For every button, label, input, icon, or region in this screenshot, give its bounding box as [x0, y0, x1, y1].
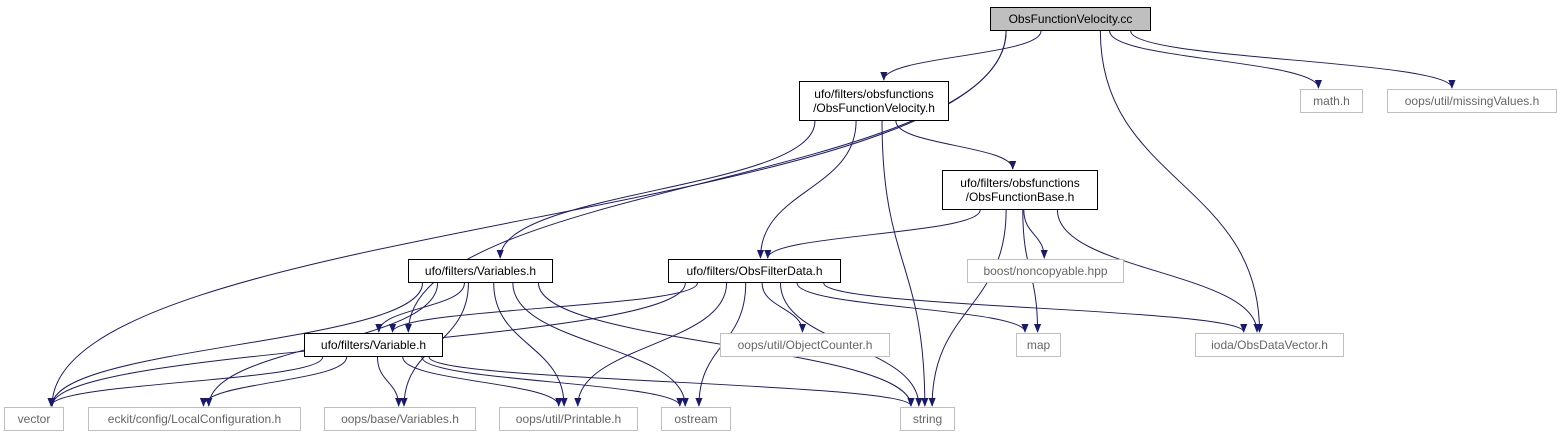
- node-printable-h: oops/util/Printable.h: [499, 407, 638, 431]
- edge-variable_h-to-string: [428, 356, 915, 407]
- edge-variable_h-to-ostream: [421, 356, 684, 407]
- edge-obsfilterdata_h-to-variable_h: [389, 282, 698, 333]
- node-label-line: map: [1026, 338, 1051, 352]
- node-obsdatavector-h: ioda/ObsDataVector.h: [1195, 333, 1344, 357]
- node-label-line: math.h: [1313, 94, 1350, 108]
- node-variable-h[interactable]: ufo/filters/Variable.h: [304, 333, 443, 357]
- node-map: map: [1016, 333, 1061, 357]
- edge-variables_h-to-printable_h: [493, 282, 568, 407]
- edge-obsfv_h-to-string: [881, 120, 929, 407]
- node-label-line: ostream: [674, 412, 718, 426]
- edge-obsfv_h-to-obsfb_h: [895, 120, 1017, 170]
- node-obsfilterdata-h[interactable]: ufo/filters/ObsFilterData.h: [668, 259, 841, 283]
- edge-variable_h-to-vector: [47, 356, 324, 407]
- node-label-line: /ObsFunctionVelocity.h: [813, 101, 935, 115]
- edge-obsfilterdata_h-to-iodavec_h: [823, 282, 1248, 333]
- node-ostream: ostream: [661, 407, 731, 431]
- edge-variables_h-to-ostream: [512, 282, 689, 407]
- node-label-line: /ObsFunctionBase.h: [965, 190, 1075, 204]
- node-oops-variables-h: oops/base/Variables.h: [324, 407, 476, 431]
- edge-obsfv_h-to-variables_h: [496, 120, 816, 259]
- node-label-line: vector: [17, 412, 51, 426]
- node-label-line: oops/util/missingValues.h: [1404, 94, 1540, 108]
- node-obsfunctionvelocity-cc: ObsFunctionVelocity.cc: [990, 7, 1151, 31]
- edge-root-to-obsfv_h: [880, 30, 1042, 81]
- edge-root-to-variable_h: [404, 30, 1007, 333]
- node-string: string: [900, 407, 955, 431]
- edge-root-to-iodavec_h: [1099, 30, 1264, 333]
- edge-obsfb_h-to-obsfilterdata_h: [764, 209, 981, 259]
- edge-obsfilterdata_h-to-printable_h: [574, 282, 728, 407]
- edge-obsfb_h-to-string: [928, 209, 1007, 407]
- node-label-line: ufo/filters/obsfunctions: [814, 87, 934, 101]
- node-label-line: eckit/config/LocalConfiguration.h: [107, 412, 282, 426]
- edge-obsfilterdata_h-to-map: [796, 282, 1029, 333]
- node-variables-h[interactable]: ufo/filters/Variables.h: [408, 259, 553, 283]
- node-label-line: oops/util/ObjectCounter.h: [737, 338, 873, 352]
- node-label-line: oops/base/Variables.h: [341, 412, 459, 426]
- edge-variable_h-to-printable_h: [402, 356, 563, 407]
- node-math-h: math.h: [1300, 89, 1363, 113]
- edge-obsfb_h-to-iodavec_h: [1056, 209, 1261, 333]
- node-noncopyable-hpp: boost/noncopyable.hpp: [967, 259, 1124, 283]
- node-label-line: boost/noncopyable.hpp: [983, 264, 1108, 278]
- node-vector: vector: [4, 407, 64, 431]
- edge-variable_h-to-oopsvars_h: [376, 356, 403, 407]
- node-obsfunctionbase-h[interactable]: ufo/filters/obsfunctions/ObsFunctionBase…: [942, 170, 1098, 210]
- node-label-line: ufo/filters/ObsFilterData.h: [686, 264, 823, 278]
- node-missingvalues-h: oops/util/missingValues.h: [1387, 89, 1557, 113]
- node-localconfiguration-h: eckit/config/LocalConfiguration.h: [88, 407, 301, 431]
- edge-variables_h-to-vector: [48, 282, 423, 407]
- node-label-line: ufo/filters/obsfunctions: [960, 176, 1080, 190]
- edge-root-to-missing_h: [1130, 30, 1456, 89]
- edge-obsfb_h-to-boost_h: [1023, 209, 1048, 259]
- node-obsfunctionvelocity-h[interactable]: ufo/filters/obsfunctions/ObsFunctionVelo…: [799, 81, 949, 121]
- node-label-line: ufo/filters/Variables.h: [424, 264, 537, 278]
- edge-variable_h-to-localconfig_h: [199, 356, 348, 407]
- edge-variables_h-to-variable_h: [375, 282, 465, 333]
- node-objectcounter-h: oops/util/ObjectCounter.h: [720, 333, 890, 357]
- edge-obsfv_h-to-obsfilterdata_h: [756, 120, 857, 259]
- edge-root-to-math_h: [1109, 30, 1322, 89]
- node-label-line: ObsFunctionVelocity.cc: [1008, 12, 1133, 26]
- node-label-line: string: [912, 412, 943, 426]
- node-label-line: ioda/ObsDataVector.h: [1211, 338, 1328, 352]
- node-label-line: oops/util/Printable.h: [515, 412, 622, 426]
- edge-obsfilterdata_h-to-objectcounter_h: [761, 282, 807, 333]
- node-label-line: ufo/filters/Variable.h: [320, 338, 427, 352]
